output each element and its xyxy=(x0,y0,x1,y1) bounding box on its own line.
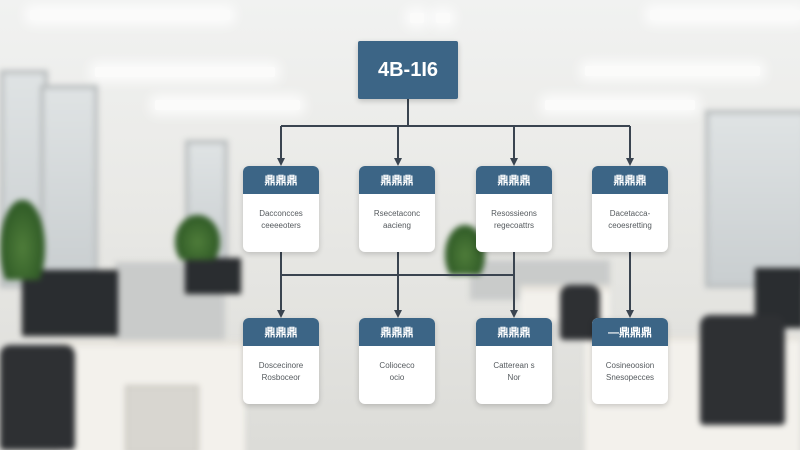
node-text-line: Colioceco xyxy=(379,361,415,370)
monitor xyxy=(22,270,118,336)
node-text-line: Catterean s xyxy=(493,361,535,370)
node-text-line: ocio xyxy=(389,373,405,382)
monitor xyxy=(185,258,241,294)
node-title: 鼎鼎鼎 xyxy=(359,166,435,194)
node-title: 鼎鼎鼎 xyxy=(243,166,319,194)
org-node-top-4[interactable]: 鼎鼎鼎 Dacetacca- ceoesretting xyxy=(592,166,668,252)
potted-plant xyxy=(0,200,45,280)
node-description: Cosineoosion Snesopecces xyxy=(592,346,668,384)
node-text-line: Dacetacca- xyxy=(609,209,651,218)
node-text-line: ceeeeoters xyxy=(261,221,301,230)
node-description: Dacetacca- ceoesretting xyxy=(592,194,668,232)
node-text-line: ceoesretting xyxy=(608,221,652,230)
node-text-line: Rsecetaconc xyxy=(373,209,421,218)
node-title: 鼎鼎鼎 xyxy=(359,318,435,346)
node-title: 鼎鼎鼎 xyxy=(476,318,552,346)
node-text-line: Snesopecces xyxy=(605,373,655,382)
org-node-top-2[interactable]: 鼎鼎鼎 Rsecetaconc aacieng xyxy=(359,166,435,252)
node-text-line: aacieng xyxy=(382,221,412,230)
node-text-line: Cosineoosion xyxy=(605,361,655,370)
org-node-top-3[interactable]: 鼎鼎鼎 Resossieons regecoattrs xyxy=(476,166,552,252)
ceiling-light xyxy=(650,10,800,20)
org-node-bottom-3[interactable]: 鼎鼎鼎 Catterean s Nor xyxy=(476,318,552,404)
ceiling-light xyxy=(30,10,230,20)
office-chair xyxy=(700,315,785,425)
node-description: Dacconcces ceeeeoters xyxy=(243,194,319,232)
ceiling-light xyxy=(155,100,300,110)
org-node-bottom-2[interactable]: 鼎鼎鼎 Colioceco ocio xyxy=(359,318,435,404)
node-text-line: regecoattrs xyxy=(493,221,535,230)
ceiling-light xyxy=(585,66,760,76)
node-description: Doscecinore Rosboceor xyxy=(243,346,319,384)
ceiling-light xyxy=(410,13,424,23)
node-text-line: Resossieons xyxy=(491,209,537,218)
node-title: 鼎鼎鼎 xyxy=(476,166,552,194)
node-text-line: Nor xyxy=(507,373,521,382)
node-title: 鼎鼎鼎 xyxy=(592,166,668,194)
ceiling-light xyxy=(545,100,695,110)
ceiling-light xyxy=(95,67,275,77)
node-description: Colioceco ocio xyxy=(359,346,435,384)
ceiling-light xyxy=(436,13,450,23)
node-text-line: Rosboceor xyxy=(261,373,301,382)
office-chair xyxy=(0,345,75,450)
org-node-top-1[interactable]: 鼎鼎鼎 Dacconcces ceeeeoters xyxy=(243,166,319,252)
node-text-line: Dacconcces xyxy=(259,209,303,218)
window-pane xyxy=(705,110,800,288)
node-title: —鼎鼎鼎 xyxy=(592,318,668,346)
node-description: Catterean s Nor xyxy=(476,346,552,384)
node-description: Rsecetaconc aacieng xyxy=(359,194,435,232)
potted-plant xyxy=(175,215,220,260)
node-description: Resossieons regecoattrs xyxy=(476,194,552,232)
node-text-line: Doscecinore xyxy=(258,361,304,370)
org-node-bottom-4[interactable]: —鼎鼎鼎 Cosineoosion Snesopecces xyxy=(592,318,668,404)
org-node-bottom-1[interactable]: 鼎鼎鼎 Doscecinore Rosboceor xyxy=(243,318,319,404)
root-node[interactable]: 4B-1I6 xyxy=(358,41,458,99)
drawer-cabinet xyxy=(125,385,199,450)
node-title: 鼎鼎鼎 xyxy=(243,318,319,346)
